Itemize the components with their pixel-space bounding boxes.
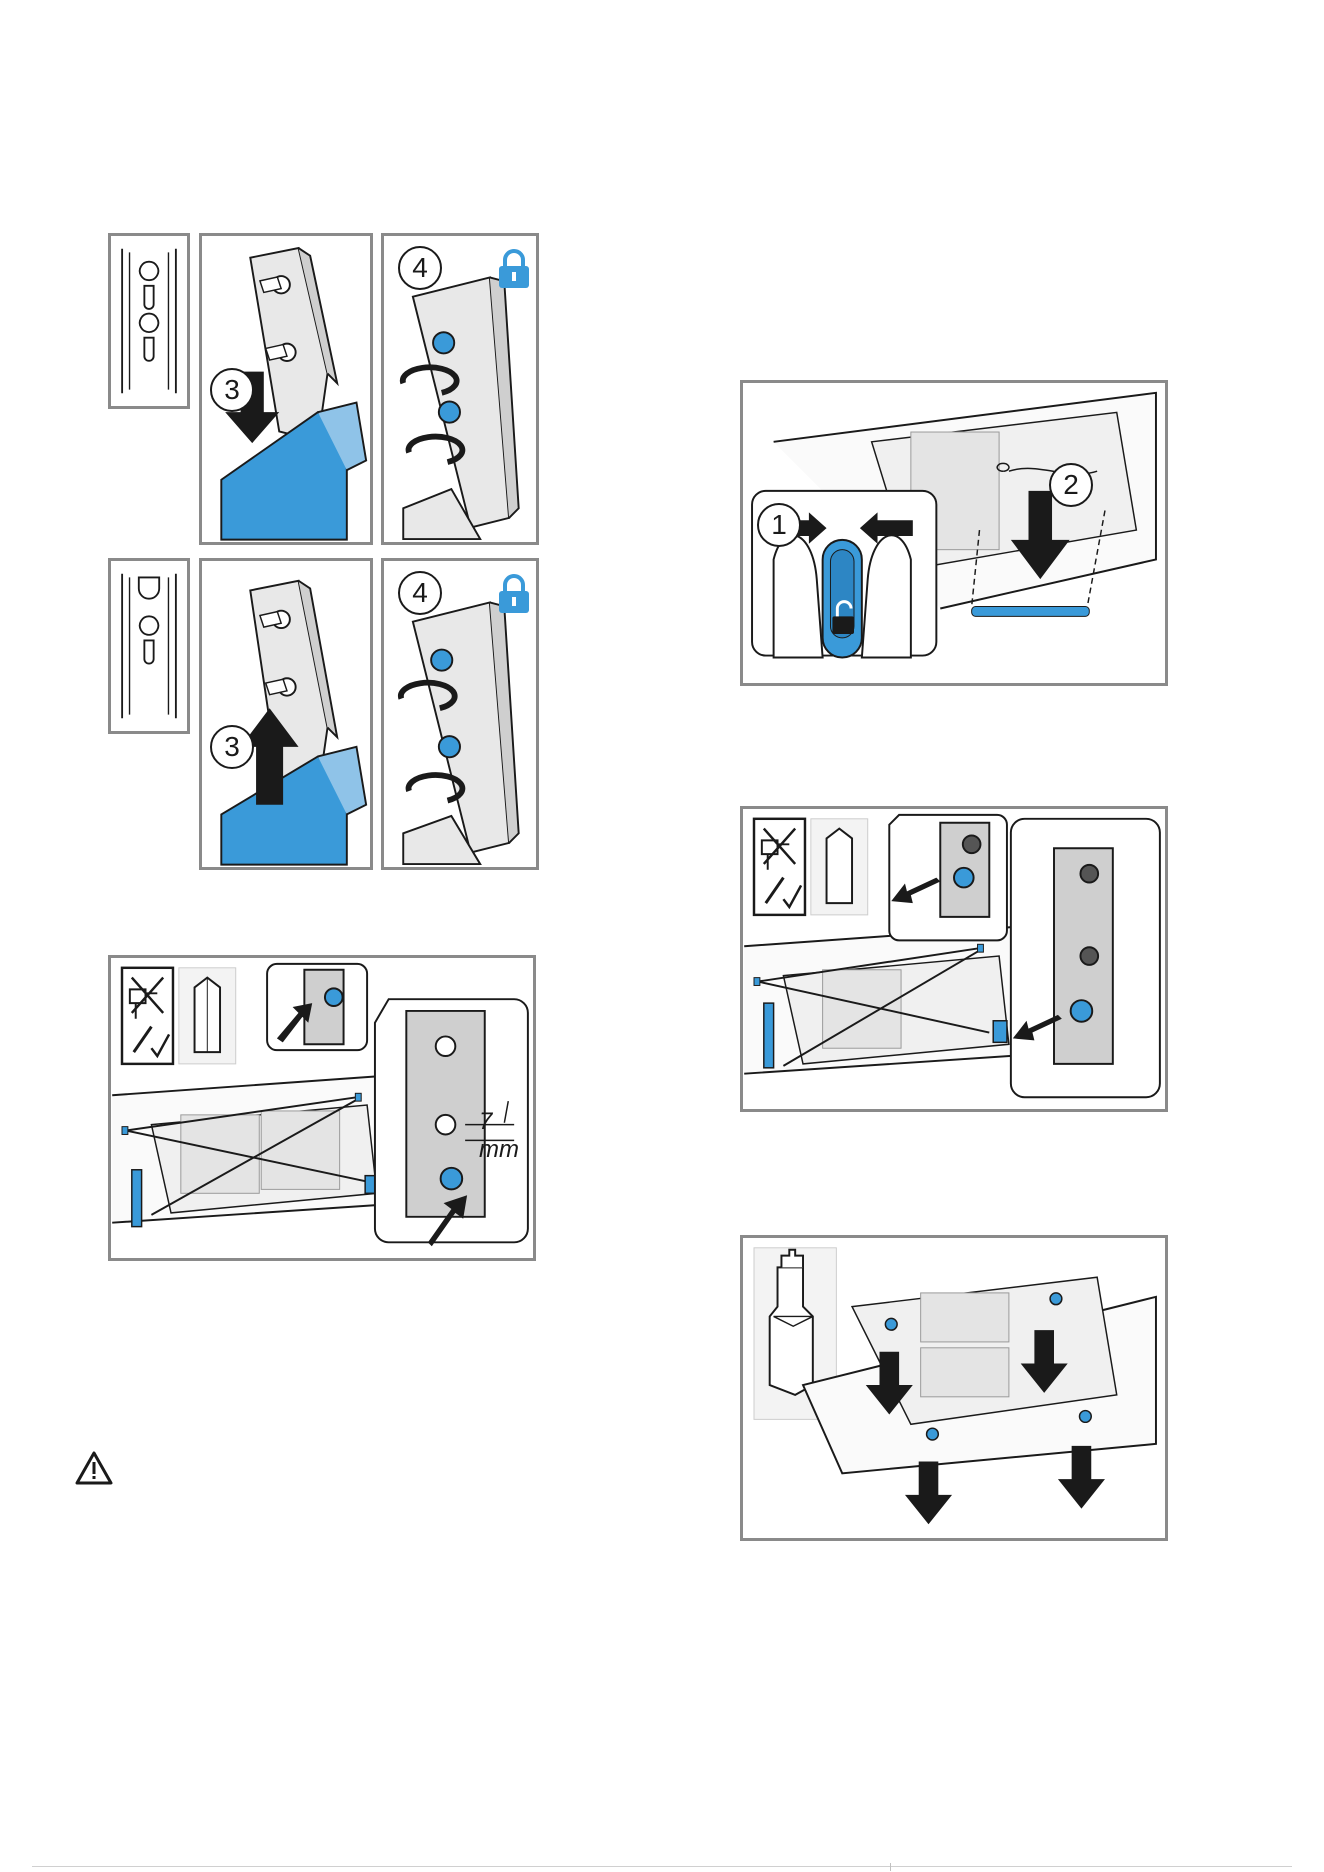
keyhole-rail-icon <box>111 561 187 731</box>
no-power-drill-icon <box>754 819 805 915</box>
step-number: 3 <box>210 725 254 769</box>
rail-keyhole-panel-top <box>108 233 190 409</box>
step-number: 4 <box>398 571 442 615</box>
screw-remove-panel <box>740 806 1168 1112</box>
filter-screws-panel <box>740 1235 1168 1541</box>
lock-icon <box>496 573 532 615</box>
step-number: 2 <box>1049 463 1093 507</box>
mount-slide-up-panel: 3 <box>199 558 373 870</box>
filter-release-panel: 1 2 <box>740 380 1168 686</box>
keyhole-rail-icon <box>111 236 187 406</box>
mount-slide-down-panel: 3 <box>199 233 373 545</box>
step-number: 4 <box>398 246 442 290</box>
mount-lock-panel-top: 4 <box>381 233 539 545</box>
warning-triangle-icon <box>74 1450 114 1486</box>
screw-gap-label: 7 mm <box>479 1108 533 1164</box>
step-number: 3 <box>210 368 254 412</box>
no-power-drill-icon <box>122 968 173 1064</box>
footer-tick <box>890 1863 891 1871</box>
lock-icon <box>496 248 532 290</box>
page-footer-rule <box>32 1866 1292 1867</box>
mount-lock-panel-bottom: 4 <box>381 558 539 870</box>
rail-keyhole-panel-bottom <box>108 558 190 734</box>
screw-insert-panel: 7 mm <box>108 955 536 1261</box>
step-number: 1 <box>757 503 801 547</box>
